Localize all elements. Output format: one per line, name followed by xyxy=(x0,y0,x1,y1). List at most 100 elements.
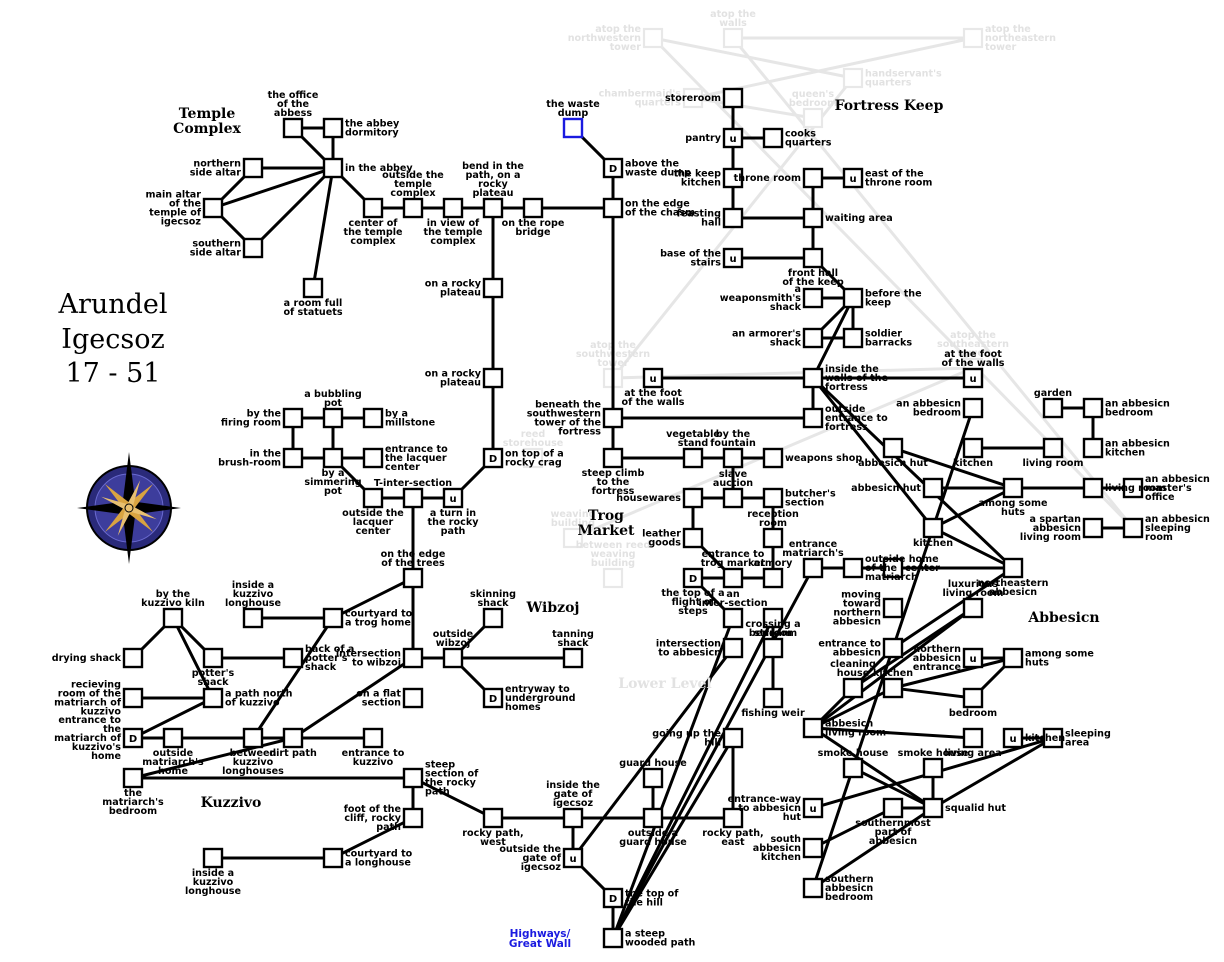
map-room[interactable] xyxy=(442,197,464,219)
map-room[interactable] xyxy=(362,407,384,429)
map-room[interactable] xyxy=(562,647,584,669)
map-room[interactable] xyxy=(642,27,664,49)
map-room[interactable] xyxy=(722,207,744,229)
map-room[interactable] xyxy=(242,157,264,179)
map-room[interactable] xyxy=(962,27,984,49)
map-room[interactable] xyxy=(642,807,664,829)
map-room[interactable] xyxy=(482,197,504,219)
map-room[interactable] xyxy=(482,607,504,629)
map-room[interactable] xyxy=(442,487,464,509)
map-room[interactable] xyxy=(882,677,904,699)
map-room[interactable] xyxy=(602,447,624,469)
map-room[interactable] xyxy=(762,487,784,509)
map-room[interactable] xyxy=(722,87,744,109)
map-room[interactable] xyxy=(402,647,424,669)
map-room[interactable] xyxy=(482,687,504,709)
map-room[interactable] xyxy=(642,767,664,789)
map-room[interactable] xyxy=(122,767,144,789)
map-room[interactable] xyxy=(322,607,344,629)
current-room[interactable] xyxy=(562,117,584,139)
map-room[interactable] xyxy=(522,447,544,469)
map-room[interactable] xyxy=(242,607,264,629)
map-room[interactable] xyxy=(1122,517,1144,539)
map-room[interactable] xyxy=(802,247,824,269)
map-room[interactable] xyxy=(802,287,824,309)
map-room[interactable] xyxy=(322,117,344,139)
map-room[interactable] xyxy=(1002,727,1024,749)
map-room[interactable] xyxy=(302,277,324,299)
map-room[interactable] xyxy=(442,647,464,669)
map-room[interactable] xyxy=(202,687,224,709)
exit-link-highways[interactable]: Highways/ xyxy=(510,928,571,940)
map-room[interactable] xyxy=(562,807,584,829)
map-room[interactable] xyxy=(762,607,784,629)
map-room[interactable] xyxy=(762,527,784,549)
map-room[interactable] xyxy=(522,197,544,219)
map-room[interactable] xyxy=(362,487,384,509)
map-room[interactable] xyxy=(722,27,744,49)
map-room[interactable] xyxy=(842,287,864,309)
map-room[interactable] xyxy=(482,277,504,299)
map-room[interactable] xyxy=(642,367,664,389)
exit-link-great-wall[interactable]: Great Wall xyxy=(509,938,571,950)
map-room[interactable] xyxy=(882,557,904,579)
map-room[interactable] xyxy=(802,797,824,819)
map-room[interactable] xyxy=(1082,437,1104,459)
map-room[interactable] xyxy=(1002,477,1024,499)
map-room[interactable] xyxy=(602,567,624,589)
map-room[interactable] xyxy=(802,327,824,349)
map-room[interactable] xyxy=(682,447,704,469)
map-room[interactable] xyxy=(842,757,864,779)
map-room[interactable] xyxy=(882,797,904,819)
map-room[interactable] xyxy=(602,157,624,179)
map-room[interactable] xyxy=(962,647,984,669)
map-room[interactable] xyxy=(282,407,304,429)
map-room[interactable] xyxy=(322,157,344,179)
map-room[interactable] xyxy=(402,197,424,219)
map-room[interactable] xyxy=(722,247,744,269)
map-room[interactable] xyxy=(562,847,584,869)
map-room[interactable] xyxy=(922,517,944,539)
map-room[interactable] xyxy=(722,807,744,829)
map-room[interactable] xyxy=(722,167,744,189)
map-room[interactable] xyxy=(122,687,144,709)
map-room[interactable] xyxy=(602,407,624,429)
map-room[interactable] xyxy=(722,487,744,509)
map-room[interactable] xyxy=(802,107,824,129)
map-room[interactable] xyxy=(762,127,784,149)
map-room[interactable] xyxy=(122,647,144,669)
map-room[interactable] xyxy=(162,727,184,749)
map-room[interactable] xyxy=(282,727,304,749)
map-room[interactable] xyxy=(962,597,984,619)
map-room[interactable] xyxy=(682,87,704,109)
map-room[interactable] xyxy=(482,447,504,469)
map-room[interactable] xyxy=(882,637,904,659)
map-room[interactable] xyxy=(882,597,904,619)
map-room[interactable] xyxy=(682,487,704,509)
map-room[interactable] xyxy=(402,687,424,709)
map-room[interactable] xyxy=(682,527,704,549)
map-room[interactable] xyxy=(722,127,744,149)
map-room[interactable] xyxy=(482,367,504,389)
map-room[interactable] xyxy=(922,477,944,499)
map-room[interactable] xyxy=(842,557,864,579)
map-room[interactable] xyxy=(402,567,424,589)
map-room[interactable] xyxy=(1002,647,1024,669)
map-room[interactable] xyxy=(1122,477,1144,499)
map-room[interactable] xyxy=(402,487,424,509)
map-room[interactable] xyxy=(802,717,824,739)
map-room[interactable] xyxy=(1082,477,1104,499)
map-room[interactable] xyxy=(322,447,344,469)
map-room[interactable] xyxy=(802,557,824,579)
map-room[interactable] xyxy=(922,797,944,819)
map-room[interactable] xyxy=(762,637,784,659)
map-room[interactable] xyxy=(842,677,864,699)
map-room[interactable] xyxy=(482,807,504,829)
map-room[interactable] xyxy=(882,437,904,459)
map-room[interactable] xyxy=(762,687,784,709)
map-room[interactable] xyxy=(722,567,744,589)
map-room[interactable] xyxy=(202,647,224,669)
map-room[interactable] xyxy=(842,327,864,349)
map-room[interactable] xyxy=(202,847,224,869)
map-room[interactable] xyxy=(722,447,744,469)
